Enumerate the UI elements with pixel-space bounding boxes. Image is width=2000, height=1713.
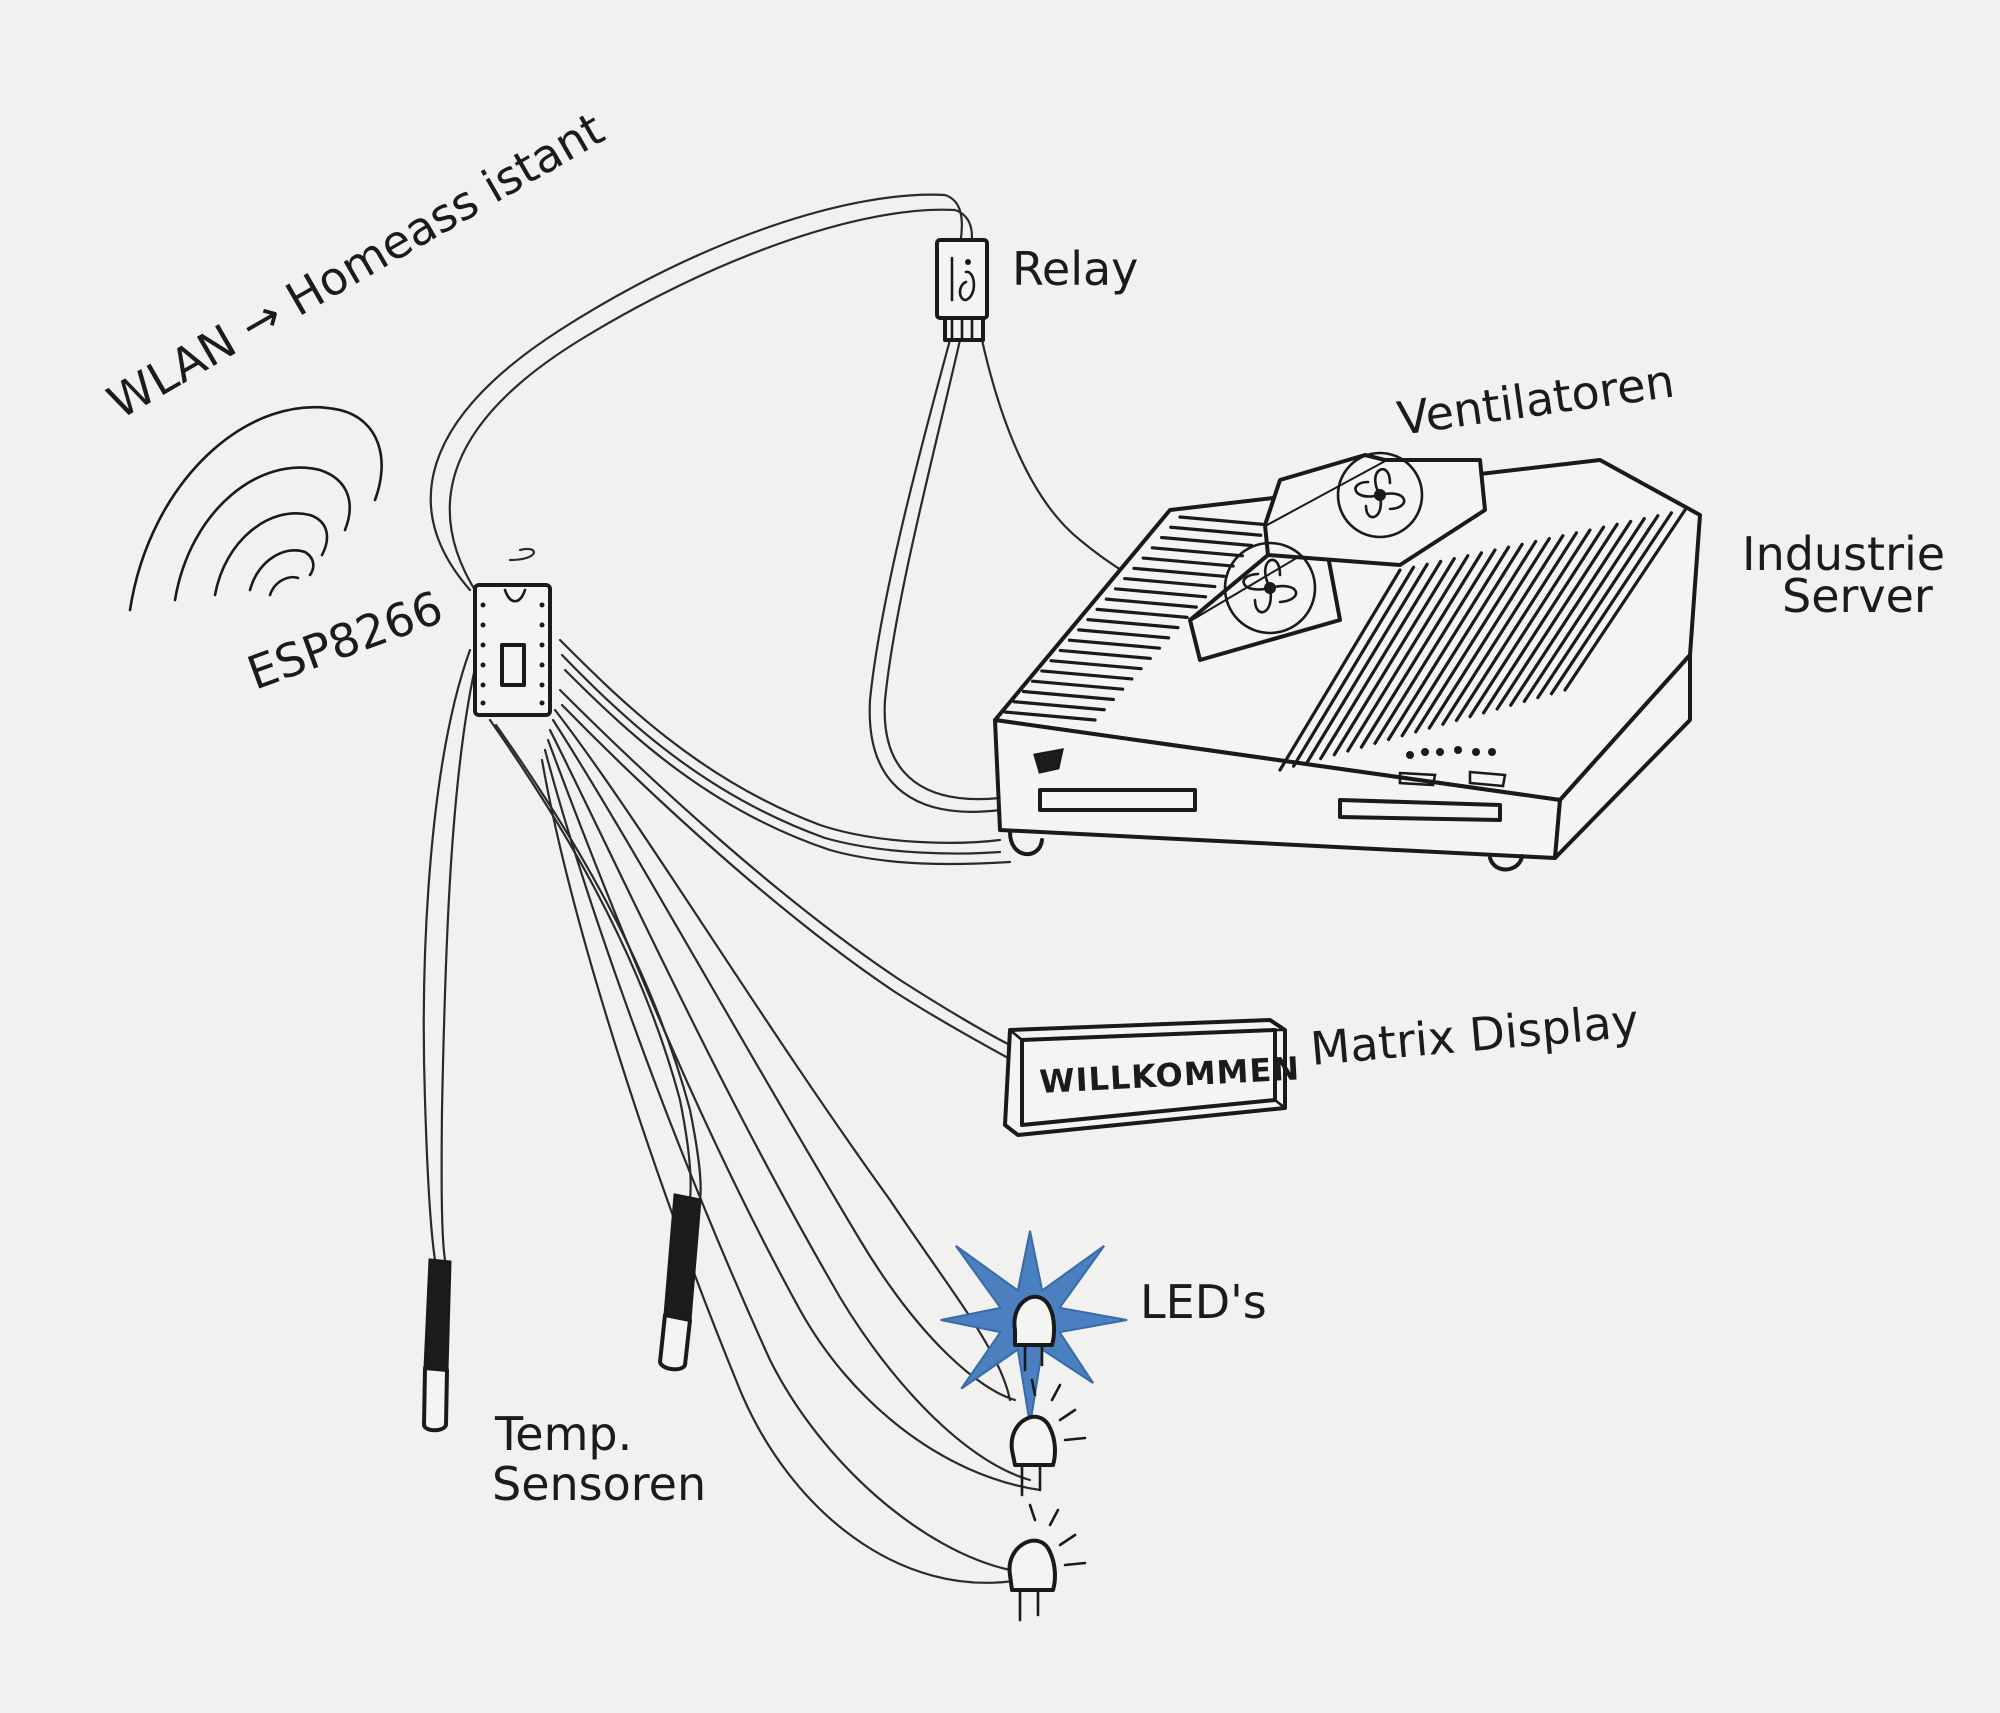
matrix-label: Matrix Display — [1308, 993, 1640, 1075]
temperature-probe-icon — [658, 1193, 702, 1372]
fans — [1188, 451, 1487, 662]
led-icon — [1009, 1378, 1087, 1497]
sensors-label-line2: Sensoren — [492, 1457, 706, 1511]
wlan-label: WLAN → Homeass istant — [99, 101, 613, 429]
relay-label: Relay — [1012, 242, 1138, 296]
led-icon — [1007, 1503, 1087, 1622]
fans-label: Ventilatoren — [1394, 354, 1677, 446]
fan-icon — [1336, 451, 1424, 539]
relay-icon — [935, 238, 989, 342]
server-label-line1: Industrie — [1742, 527, 1945, 581]
fan-icon — [1223, 541, 1317, 635]
esp8266-board — [473, 583, 552, 717]
wifi-waves-icon — [128, 405, 383, 612]
esp-label: ESP8266 — [240, 580, 449, 700]
industrial-server — [993, 451, 1702, 872]
wires — [422, 193, 1182, 1584]
server-label-line2: Server — [1782, 569, 1933, 623]
sensors-label-line1: Temp. — [494, 1407, 632, 1461]
matrix-display — [1003, 1018, 1287, 1137]
led-icon — [1012, 1294, 1057, 1372]
temperature-probe-icon — [422, 1258, 452, 1433]
leds-label: LED's — [1140, 1275, 1267, 1329]
